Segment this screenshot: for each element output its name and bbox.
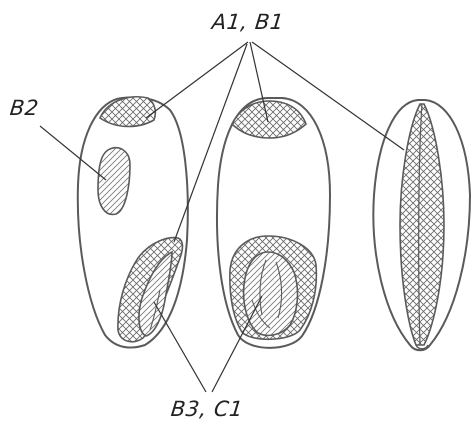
grain-germ-embryo [244, 252, 298, 335]
label-b2: B2 [9, 96, 40, 120]
grain-germ-view [217, 98, 330, 348]
label-b3-c1: B3, C1 [170, 397, 245, 421]
grain-side-cap-hatch [100, 97, 155, 127]
label-a1-b1: A1, B1 [211, 10, 285, 34]
leader-b3-left [154, 302, 206, 392]
grain-crease-view [373, 100, 470, 350]
leader-a1-left [146, 42, 248, 118]
grain-side-view [78, 97, 188, 348]
